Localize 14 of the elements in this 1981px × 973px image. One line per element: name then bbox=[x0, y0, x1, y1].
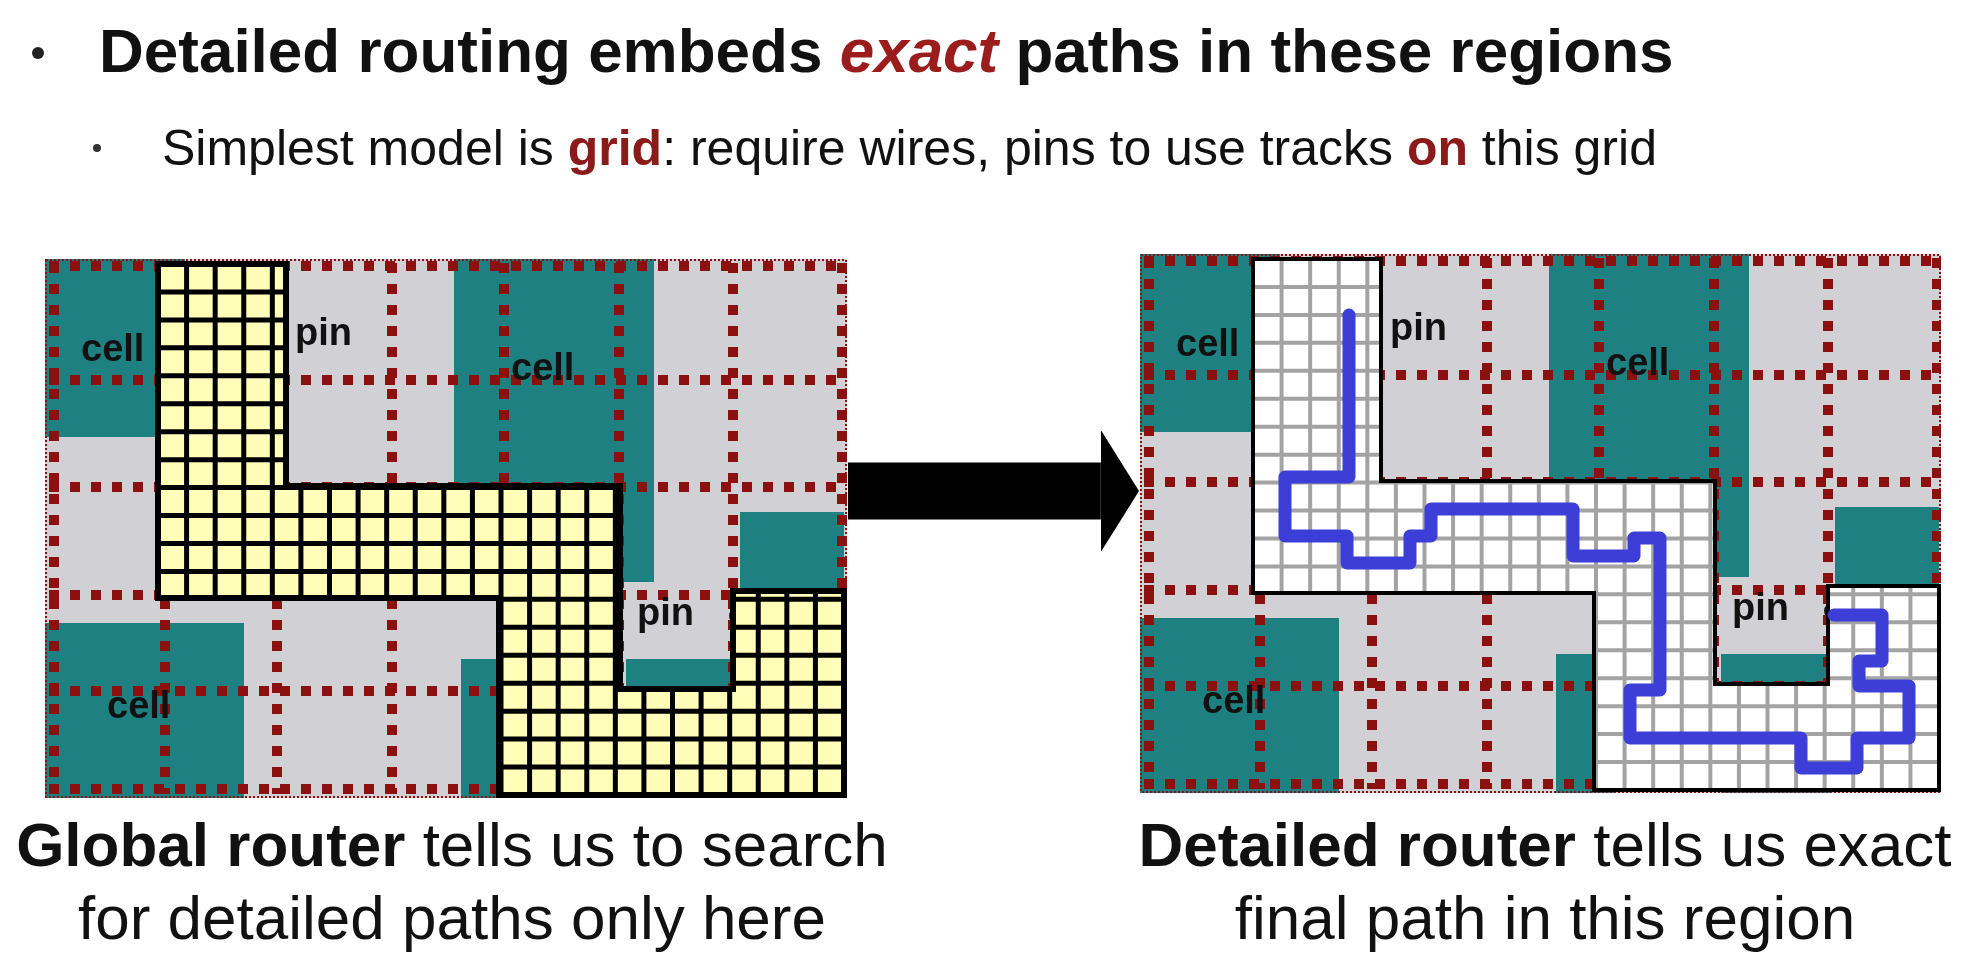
caption-text: Detailed router tells us exact final path in this region bbox=[1137, 809, 1953, 954]
part-label: pin bbox=[637, 593, 694, 631]
part-label: cell bbox=[511, 348, 575, 386]
part-label: pin bbox=[295, 313, 352, 351]
part-label: cell bbox=[1202, 681, 1266, 719]
part-label: cell bbox=[1606, 343, 1670, 381]
part-label: cell bbox=[107, 686, 171, 724]
part-label: cell bbox=[1176, 324, 1240, 362]
subpoint-text: Simplest model is grid: require wires, pins to use tracks on this grid bbox=[162, 123, 1657, 173]
block-arrow bbox=[848, 430, 1139, 552]
caption-text: Global router tells us to search for detailed paths only here bbox=[15, 809, 889, 954]
part-label: cell bbox=[81, 329, 145, 367]
part-label: pin bbox=[1732, 588, 1789, 626]
part-label: pin bbox=[1390, 308, 1447, 346]
